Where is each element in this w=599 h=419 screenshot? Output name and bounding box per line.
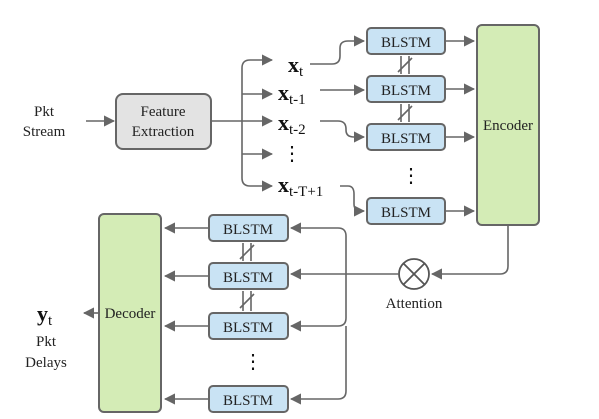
decoder-label: Decoder (105, 306, 156, 322)
encoder-blstm-1-label: BLSTM (381, 35, 431, 51)
input-label-line2: Stream (23, 124, 66, 140)
input-var-xt1: xt-1 (278, 80, 306, 108)
attention-to-dblstm3 (289, 274, 347, 332)
encoder-blstm-2-label: BLSTM (381, 83, 431, 99)
attention-icon (398, 258, 430, 290)
decoder-bi-connector-1 (239, 243, 255, 261)
xt2-to-blstm3 (320, 120, 366, 143)
output-label-line1: Pkt (36, 334, 57, 350)
encoder-label: Encoder (483, 118, 533, 134)
input-var-xt2: xt-2 (278, 110, 306, 138)
xt-to-blstm1 (310, 35, 366, 65)
decoder-blstm-2-label: BLSTM (223, 270, 273, 286)
output-label-line2: Delays (25, 355, 67, 371)
encoder-bi-connector-2 (397, 104, 413, 122)
feature-label-line2: Extraction (132, 124, 195, 140)
encoder-bi-connector-1 (397, 56, 413, 74)
encoder-blstm-4-label: BLSTM (381, 205, 431, 221)
feature-extraction-box (115, 93, 212, 150)
attention-to-dblstm1 (289, 222, 347, 274)
input-label-line1: Pkt (34, 104, 55, 120)
branch-xtT (241, 121, 274, 192)
xtT-to-blstm4 (340, 185, 366, 217)
input-var-xtT: xt-T+1 (278, 172, 323, 200)
encoder-blstm-3-label: BLSTM (381, 131, 431, 147)
input-var-dots: ⋮ (282, 143, 302, 165)
attention-label: Attention (386, 296, 443, 312)
decoder-blstm-3-label: BLSTM (223, 320, 273, 336)
feature-label-line1: Feature (141, 104, 186, 120)
attention-to-dblstm4 (289, 326, 347, 405)
encoder-dots: ⋮ (401, 165, 421, 187)
branch-xt (241, 54, 274, 121)
output-var-yt: yt (37, 301, 53, 329)
decoder-bi-connector-2 (239, 291, 255, 311)
decoder-blstm-4-label: BLSTM (223, 393, 273, 409)
input-var-xt: xt (288, 52, 304, 80)
encoder-to-attention (430, 225, 509, 280)
decoder-dots: ⋮ (243, 351, 263, 373)
decoder-blstm-1-label: BLSTM (223, 222, 273, 238)
